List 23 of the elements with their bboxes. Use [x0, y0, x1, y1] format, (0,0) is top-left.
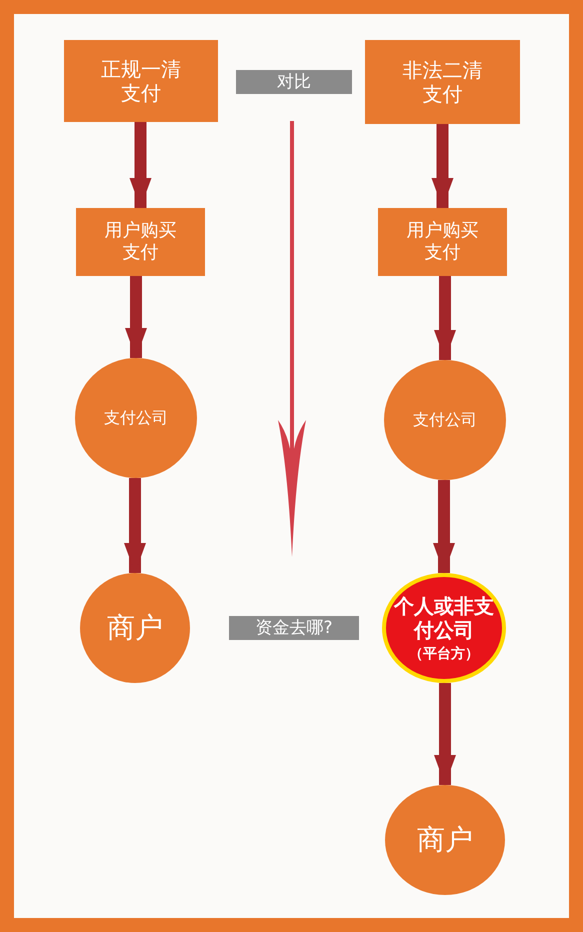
- node-text: 用户购买支付: [406, 220, 480, 264]
- arrow: [432, 124, 454, 208]
- process-box: [365, 40, 520, 124]
- arrow: [125, 276, 147, 358]
- node-text: 商户: [417, 823, 473, 857]
- label-tag: 对比: [236, 70, 352, 94]
- node-text: 非法二清支付: [402, 58, 484, 106]
- process-box: [64, 40, 218, 122]
- node-text: 支付公司: [104, 408, 168, 428]
- arrow: [130, 122, 152, 208]
- arrow: [124, 478, 146, 573]
- node-text: 用户购买支付: [104, 220, 178, 264]
- node-text: 个人或非支付公司: [392, 594, 495, 642]
- process-box: [378, 208, 507, 276]
- process-box: [76, 208, 205, 276]
- node-text: 支付公司: [413, 410, 477, 430]
- label-tag: 资金去哪?: [229, 616, 359, 640]
- arrow: [433, 480, 455, 573]
- node-text: 商户: [107, 611, 163, 645]
- node-text: （平台方）: [409, 646, 479, 662]
- node-text: 正规一清支付: [100, 57, 182, 105]
- arrow: [434, 276, 456, 360]
- arrow: [434, 683, 456, 785]
